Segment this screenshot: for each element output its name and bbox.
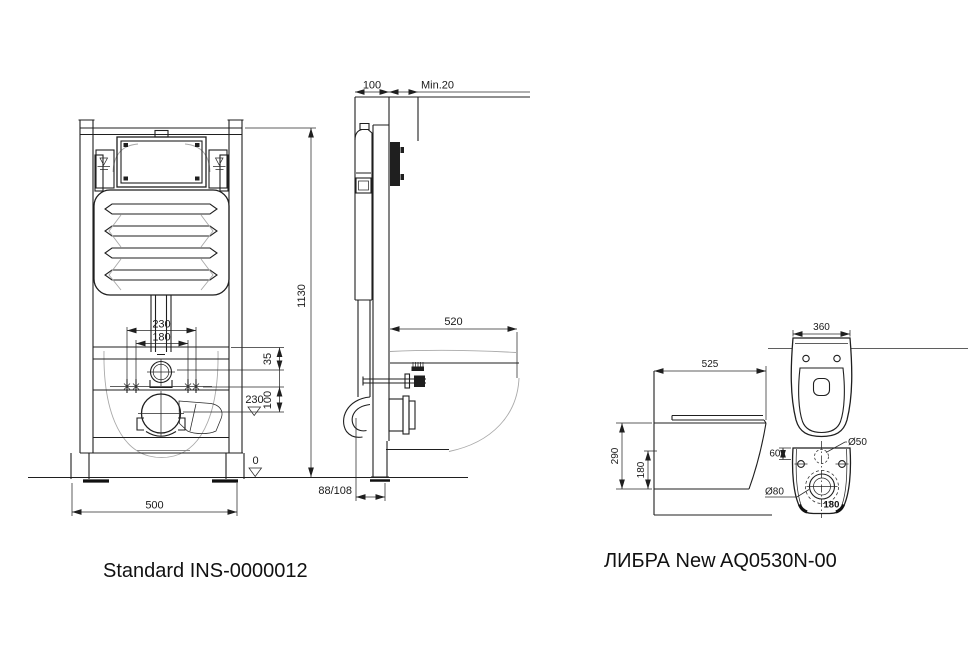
side-flush-valve <box>355 177 372 194</box>
level-mark-icon <box>97 157 110 170</box>
cistern-ribbons <box>104 203 218 281</box>
flush-opening <box>812 377 831 397</box>
dim-60: 60 <box>769 449 781 460</box>
fixing-studs <box>110 379 212 393</box>
inlet-hole <box>814 449 829 464</box>
ghost-top-arcs <box>112 143 211 173</box>
dim-500: 500 <box>145 500 163 512</box>
seat-hole-right <box>833 354 841 363</box>
dim-520: 520 <box>444 316 462 328</box>
dim-d80: Ø80 <box>765 487 784 498</box>
side-outlet-flange <box>388 395 416 435</box>
window-top-tab <box>154 129 169 138</box>
frame-front-view <box>28 119 322 483</box>
side-ghost-bowl <box>389 349 520 452</box>
toilet-rim-inner <box>798 367 845 434</box>
toilet-top-view: 360 <box>768 322 968 438</box>
cistern-body <box>93 189 230 296</box>
right-bracket <box>208 149 229 192</box>
rear-feet-marks <box>797 503 846 514</box>
dim-100-right: 100 <box>262 391 274 409</box>
level-0-icon <box>248 467 263 478</box>
dim-180-rear: 180 <box>824 500 840 511</box>
frame-side-view <box>295 96 530 482</box>
side-bowl-lines <box>386 362 519 451</box>
side-structure <box>354 96 530 441</box>
side-inlet-pipe <box>362 362 426 389</box>
toilet-side-outline <box>653 371 767 515</box>
side-drain-elbow <box>343 396 371 438</box>
access-panel-side <box>390 142 400 186</box>
cistern-ribbon-chevrons <box>108 214 214 291</box>
dim-525: 525 <box>702 359 719 370</box>
access-window <box>116 129 207 188</box>
frame-caption: Standard INS-0000012 <box>103 560 308 582</box>
dim-min20: Min.20 <box>421 80 454 92</box>
toilet-side-view: 525 290 180 <box>610 359 772 516</box>
seat-hole-left <box>802 354 810 363</box>
level-mark-icon <box>213 157 226 170</box>
dim-1130: 1130 <box>296 284 308 308</box>
dim-230-top: 230 <box>152 319 170 331</box>
level-230-icon <box>247 406 262 417</box>
dim-290: 290 <box>610 447 621 464</box>
dim-88-108: 88/108 <box>318 485 352 497</box>
toilet-caption: ЛИБРА New AQ0530N-00 <box>604 550 837 572</box>
dim-depth-100: 100 <box>363 80 381 92</box>
left-bracket <box>94 149 115 192</box>
drain-socket <box>136 391 223 437</box>
frame-legs <box>70 453 245 479</box>
dim-180-side: 180 <box>636 461 647 478</box>
dim-d50: Ø50 <box>848 437 867 448</box>
flush-pipe <box>149 294 173 356</box>
side-cistern <box>354 122 373 301</box>
level-230-label: 230 <box>245 394 263 406</box>
toilet-top-outline <box>790 337 853 438</box>
frame-front-dimensions: 230 180 1130 35 100 230 0 500 <box>71 127 316 516</box>
water-inlet <box>147 358 175 389</box>
frame-crossbars <box>80 127 243 454</box>
frame-side-dimensions: 100 Min.20 520 88/108 <box>318 80 530 501</box>
drain-offset-pipe <box>178 400 223 434</box>
level-0-label: 0 <box>252 455 258 467</box>
dim-35: 35 <box>262 353 274 365</box>
side-flush-pipe <box>357 300 371 397</box>
frame-rails <box>78 119 244 453</box>
ghost-bowl-outline <box>103 350 219 458</box>
toilet-rear-view: Ø50 60 Ø80 180 <box>765 437 867 518</box>
side-leg <box>371 441 389 478</box>
dim-360: 360 <box>813 322 830 333</box>
dim-180-top: 180 <box>152 332 170 344</box>
trap-outline <box>805 470 839 504</box>
